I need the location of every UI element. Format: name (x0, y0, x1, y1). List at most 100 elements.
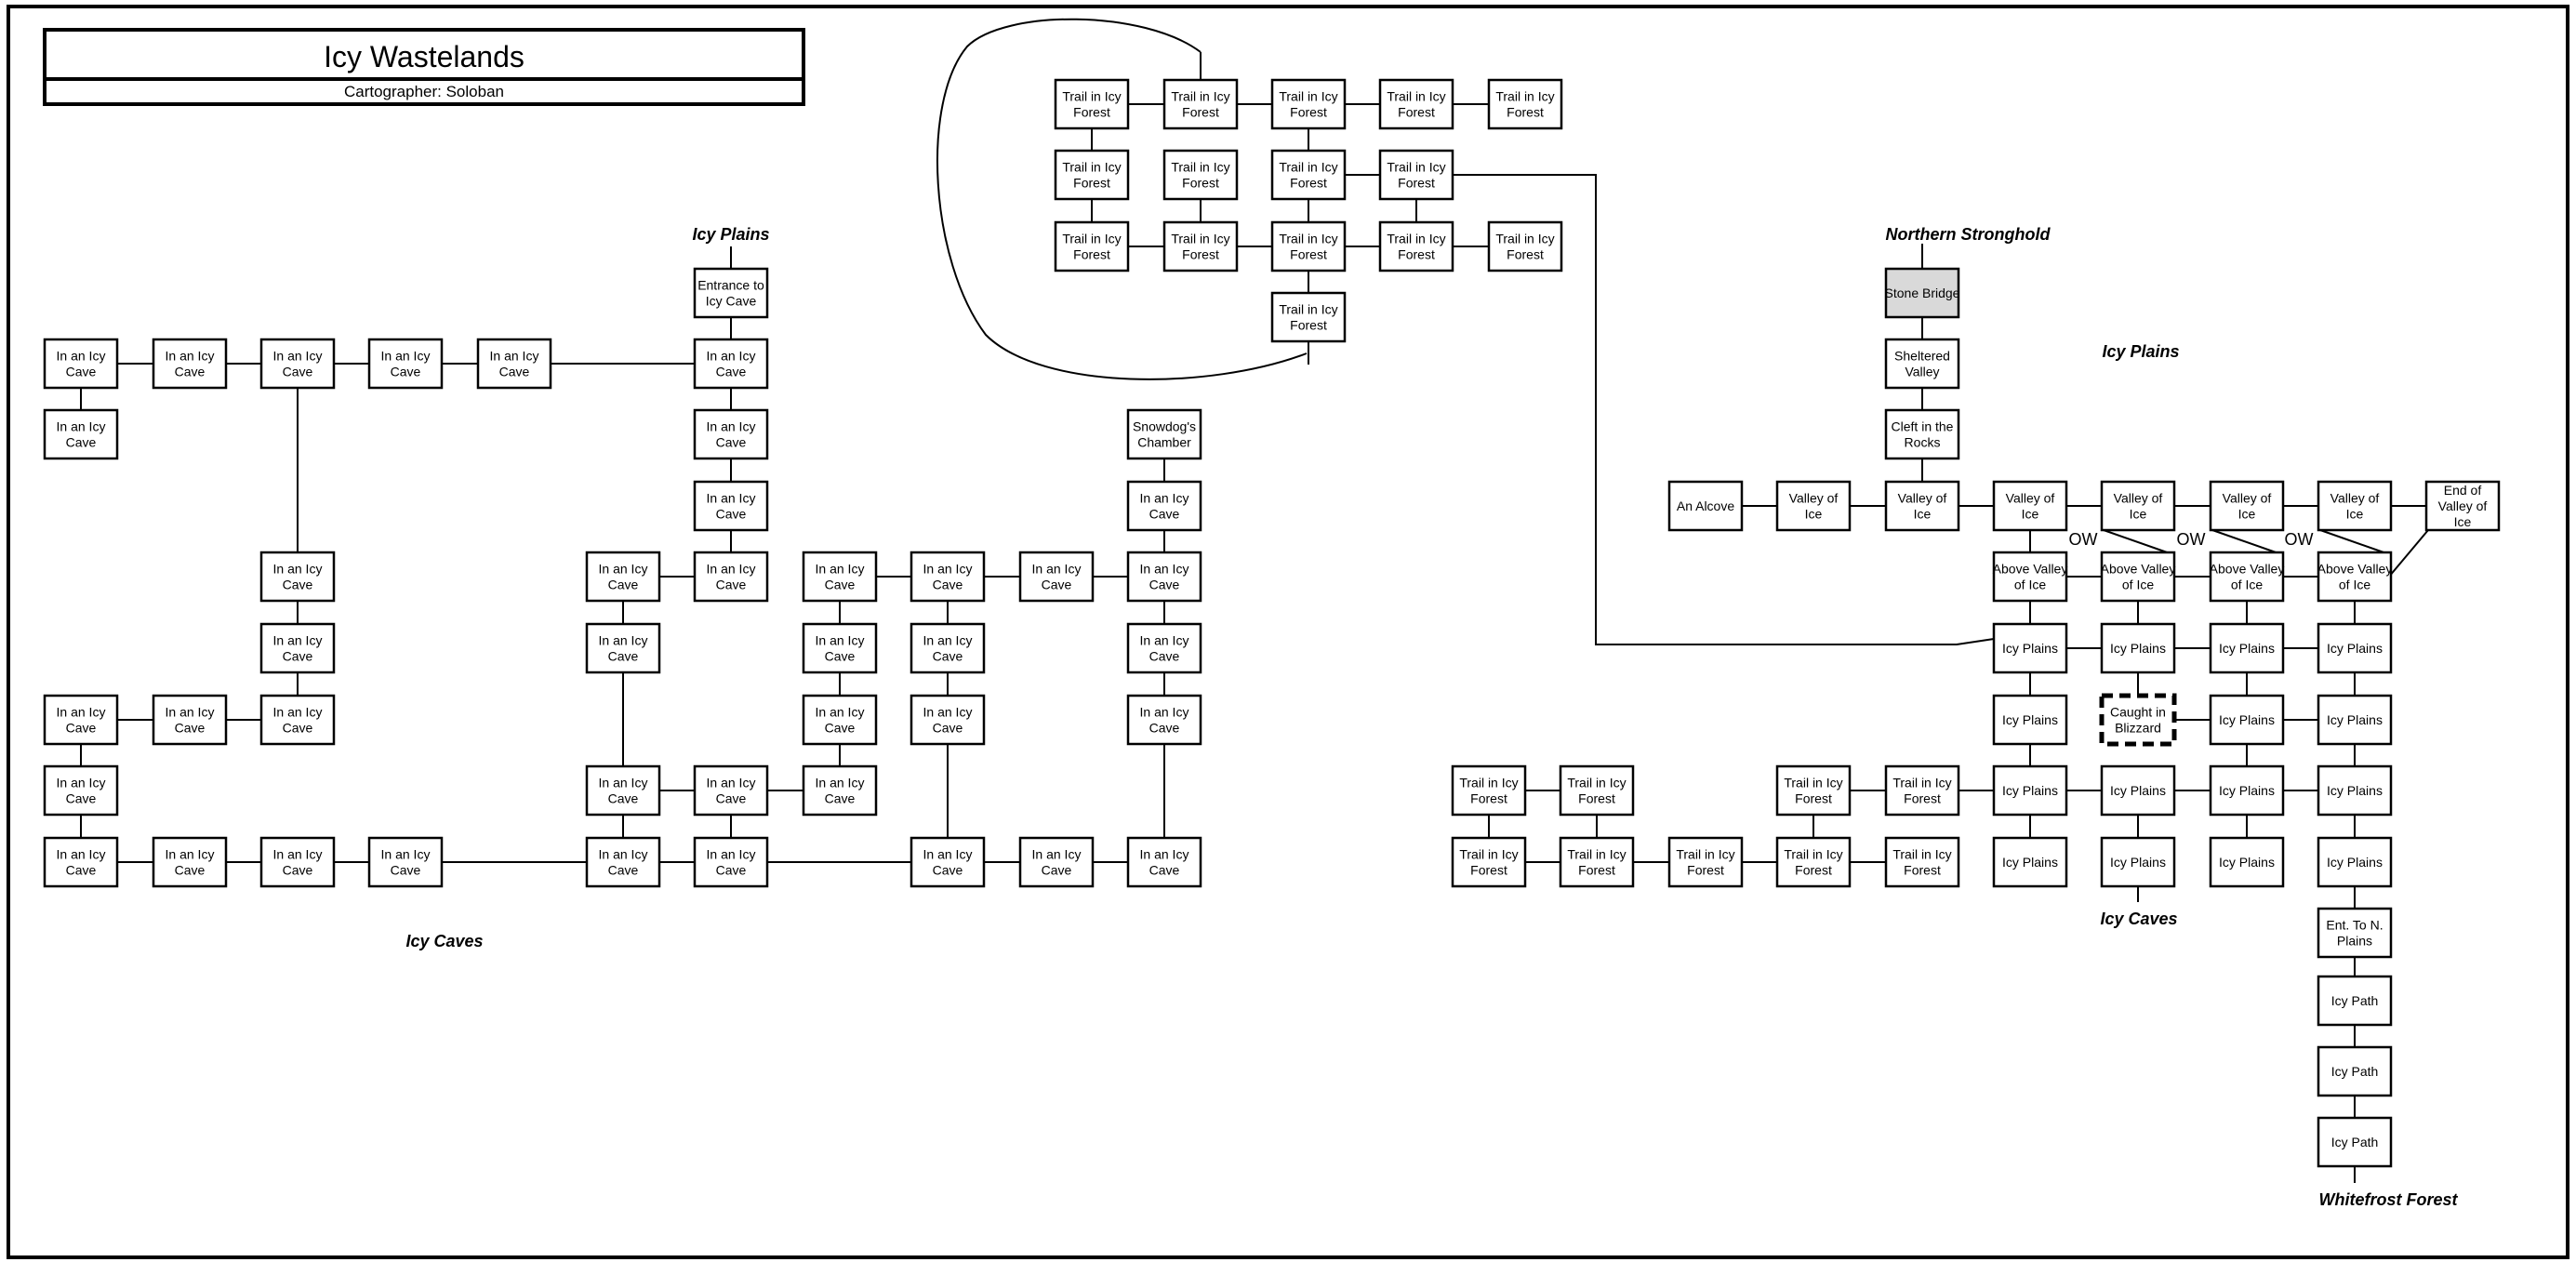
room-label: Icy Plains (2110, 855, 2166, 870)
room-node: Icy Plains (2209, 622, 2285, 674)
room-node: Stone Bridge (1884, 267, 1960, 319)
room-node: Icy Plains (2317, 694, 2393, 746)
room-box (152, 694, 228, 746)
map-cartographer: Cartographer: Soloban (344, 83, 504, 100)
room-box (2209, 551, 2285, 603)
room-box (1018, 551, 1095, 603)
room-box (1667, 480, 1744, 532)
one-way-connection (2211, 529, 2282, 555)
room-box (910, 694, 986, 746)
room-node: Icy Path (2317, 1116, 2393, 1168)
one-way-connection (2319, 529, 2390, 555)
room-box (1126, 694, 1202, 746)
room-box (43, 836, 119, 888)
room-box (585, 551, 661, 603)
room-box (693, 480, 769, 532)
room-box (1992, 622, 2068, 674)
room-box (585, 836, 661, 888)
room-label: Icy Plains (2219, 641, 2275, 656)
room-box (43, 408, 119, 460)
map-frame (7, 5, 2569, 1259)
room-box (1992, 551, 2068, 603)
room-box (802, 551, 878, 603)
room-box (2209, 836, 2285, 888)
room-box (1018, 836, 1095, 888)
room-box (693, 267, 769, 319)
room-node: Icy Plains (2209, 694, 2285, 746)
room-box (1487, 78, 1563, 130)
one-way-marker: OW (2285, 530, 2314, 549)
room-box (1884, 267, 1960, 319)
room-label: Icy Plains (2219, 783, 2275, 798)
room-box (259, 622, 336, 674)
room-box (585, 622, 661, 674)
room-label: Icy Plains (2327, 783, 2383, 798)
region-label-icy-caves-west: Icy Caves (405, 932, 483, 950)
room-box (152, 338, 228, 390)
room-label: Icy Plains (2327, 712, 2383, 727)
room-box (2209, 622, 2285, 674)
region-label-northern-stronghold: Northern Stronghold (1886, 225, 2052, 244)
room-box (43, 338, 119, 390)
room-label: Icy Plains (2002, 783, 2058, 798)
room-box (2317, 1116, 2393, 1168)
room-box (2317, 907, 2393, 959)
room-box (2317, 1045, 2393, 1097)
room-box (1270, 149, 1347, 201)
room-box (693, 408, 769, 460)
room-box (1992, 764, 2068, 817)
room-node: Icy Plains (1992, 836, 2068, 888)
room-node: An Alcove (1667, 480, 1744, 532)
room-box (1270, 220, 1347, 272)
